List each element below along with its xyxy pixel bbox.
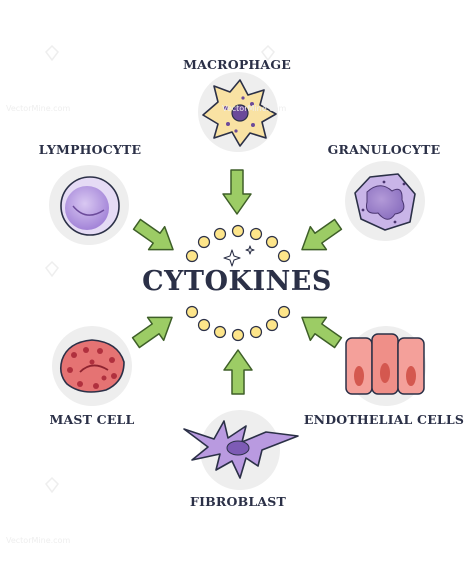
fibroblast-cell bbox=[183, 420, 299, 479]
label-granulocyte: GRANULOCYTE bbox=[327, 142, 441, 157]
label-endothelial-cells: ENDOTHELIAL CELLS bbox=[303, 412, 465, 427]
diagram-title: CYTOKINES bbox=[142, 266, 332, 297]
label-macrophage: MACROPHAGE bbox=[183, 57, 291, 72]
macrophage-cell bbox=[202, 79, 277, 147]
arrow-from-lymphocyte bbox=[132, 218, 174, 251]
watermark-logos bbox=[45, 44, 275, 494]
label-fibroblast: FIBROBLAST bbox=[190, 494, 286, 509]
mast-cell bbox=[60, 339, 125, 393]
arrow-from-endothelial bbox=[301, 316, 343, 349]
watermark-text: VectorMine.com bbox=[222, 104, 287, 113]
watermark-text: VectorMine.com bbox=[6, 104, 71, 113]
lymphocyte-cell bbox=[60, 176, 120, 236]
arrow-from-fibroblast bbox=[223, 349, 253, 395]
arrow-from-macrophage bbox=[222, 169, 252, 215]
granulocyte-cell bbox=[354, 173, 416, 231]
sparkle-icons bbox=[223, 245, 255, 267]
label-lymphocyte: LYMPHOCYTE bbox=[38, 142, 142, 157]
label-mast-cell: MAST CELL bbox=[49, 412, 135, 427]
cytokine-dots-bottom bbox=[185, 305, 291, 342]
arrows bbox=[131, 169, 343, 395]
arrow-from-granulocyte bbox=[301, 218, 343, 251]
endothelial-cells bbox=[345, 333, 425, 395]
arrow-from-mast-cell bbox=[131, 316, 173, 349]
watermark-text: VectorMine.com bbox=[6, 536, 71, 545]
cytokine-dots-top bbox=[185, 224, 291, 263]
